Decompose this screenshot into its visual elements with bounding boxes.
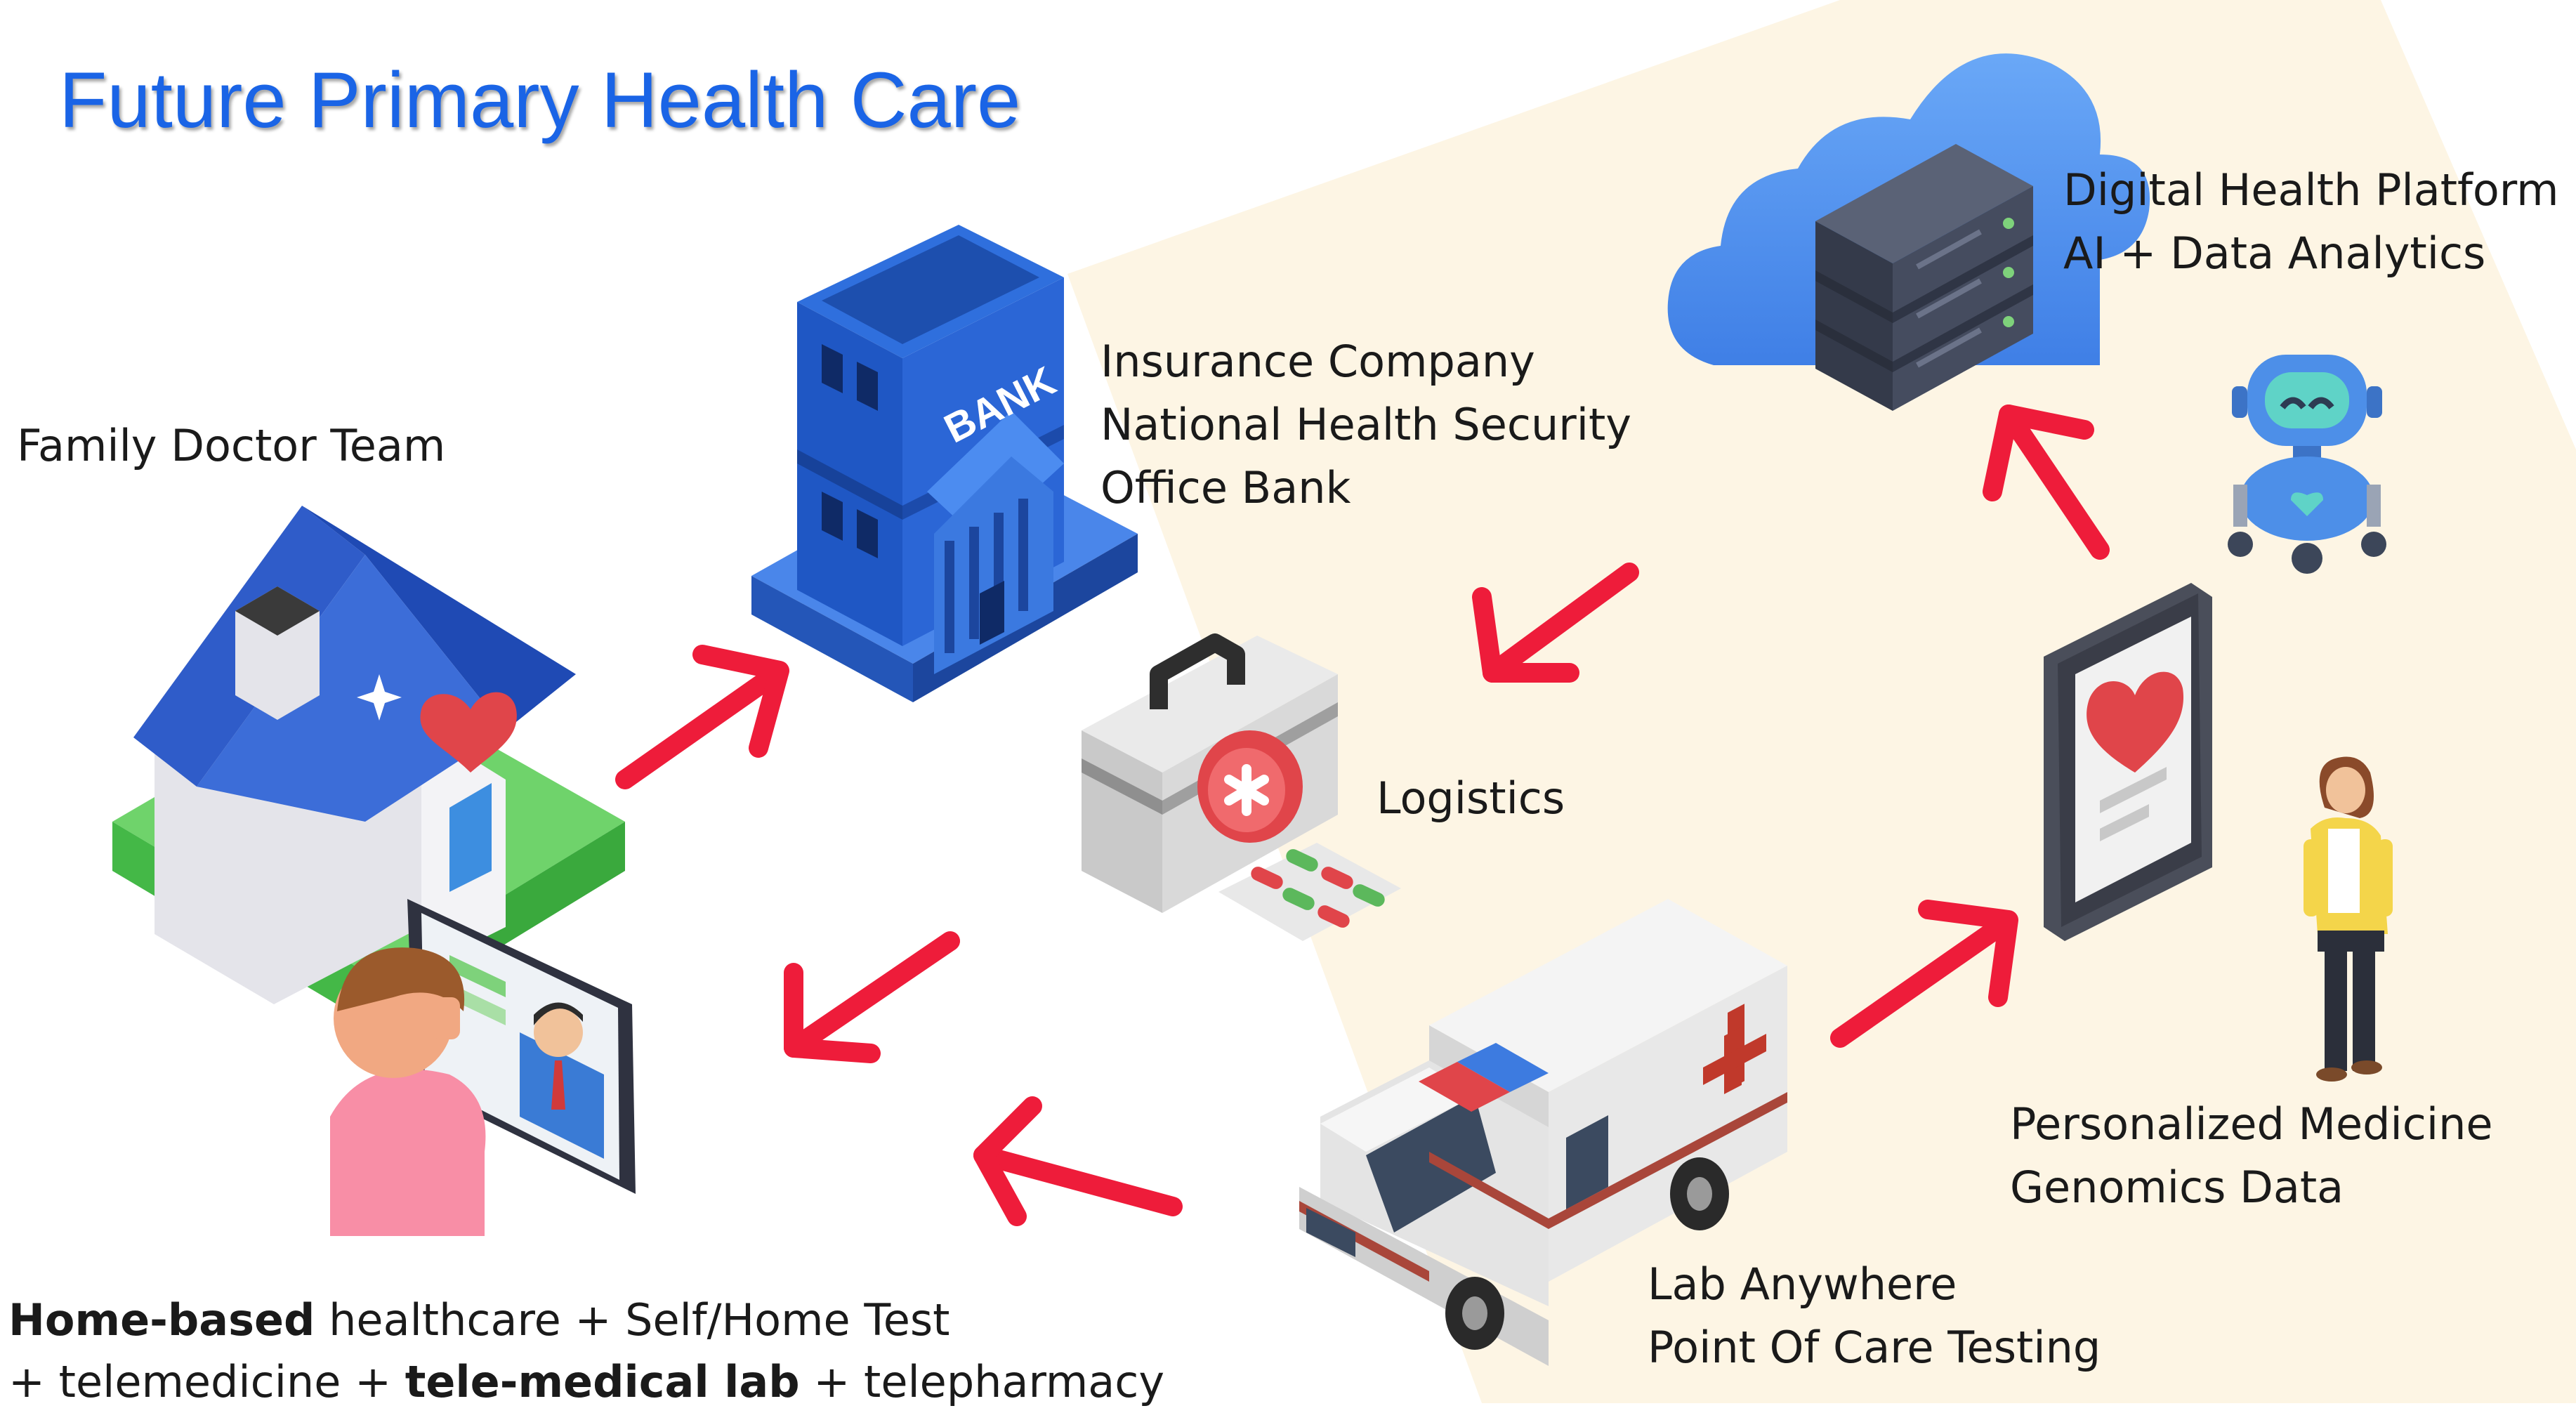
- description-line2-start: + telemedicine +: [8, 1356, 405, 1407]
- lab-label-line2: Point Of Care Testing: [1648, 1322, 2101, 1373]
- smartphone-icon: [2044, 583, 2212, 941]
- telemedicine-icon: [330, 899, 636, 1236]
- cloud-server-icon: [1667, 53, 2150, 411]
- arrow-ambulance-to-home: [973, 1096, 1183, 1226]
- logistics-label: Logistics: [1376, 773, 1565, 824]
- ambulance-icon: [1299, 899, 1787, 1366]
- arrow-to-bank-from-kit: [1472, 563, 1639, 683]
- family-doctor-label: Family Doctor Team: [17, 420, 446, 471]
- arrow-house-to-bank: [615, 645, 789, 789]
- platform-label-line1: Digital Health Platform: [2063, 164, 2559, 216]
- personalized-label-line1: Personalized Medicine: [2010, 1098, 2493, 1150]
- description-line2: + telemedicine + tele-medical lab + tele…: [8, 1351, 1164, 1413]
- platform-label-line2: AI + Data Analytics: [2063, 228, 2486, 279]
- robot-icon: [2228, 355, 2386, 574]
- personalized-label-line2: Genomics Data: [2010, 1162, 2344, 1213]
- insurance-label-line1: Insurance Company: [1100, 336, 1535, 387]
- description-line1: Home-based healthcare + Self/Home Test: [8, 1289, 1164, 1351]
- description-line1-rest: healthcare + Self/Home Test: [315, 1294, 950, 1346]
- arrow-kit-to-home: [784, 931, 960, 1063]
- page-title: Future Primary Health Care: [59, 56, 1021, 144]
- description-bold-home-based: Home-based: [8, 1294, 315, 1346]
- description-bold-tele-medical-lab: tele-medical lab: [405, 1356, 800, 1407]
- house-icon: [112, 506, 625, 1025]
- home-based-description: Home-based healthcare + Self/Home Test +…: [8, 1289, 1164, 1413]
- bank-icon: BANK: [751, 225, 1138, 702]
- arrow-to-platform: [1983, 405, 2110, 560]
- pills: [1251, 849, 1385, 928]
- lab-label-line1: Lab Anywhere: [1648, 1258, 1957, 1310]
- person-icon: [2304, 756, 2393, 1082]
- medical-kit-icon: [1082, 633, 1401, 941]
- insurance-label-line3: Office Bank: [1100, 462, 1351, 513]
- description-line2-end: + telepharmacy: [799, 1356, 1165, 1407]
- arrow-to-phone: [1830, 900, 2018, 1048]
- insurance-label-line2: National Health Security: [1100, 399, 1631, 450]
